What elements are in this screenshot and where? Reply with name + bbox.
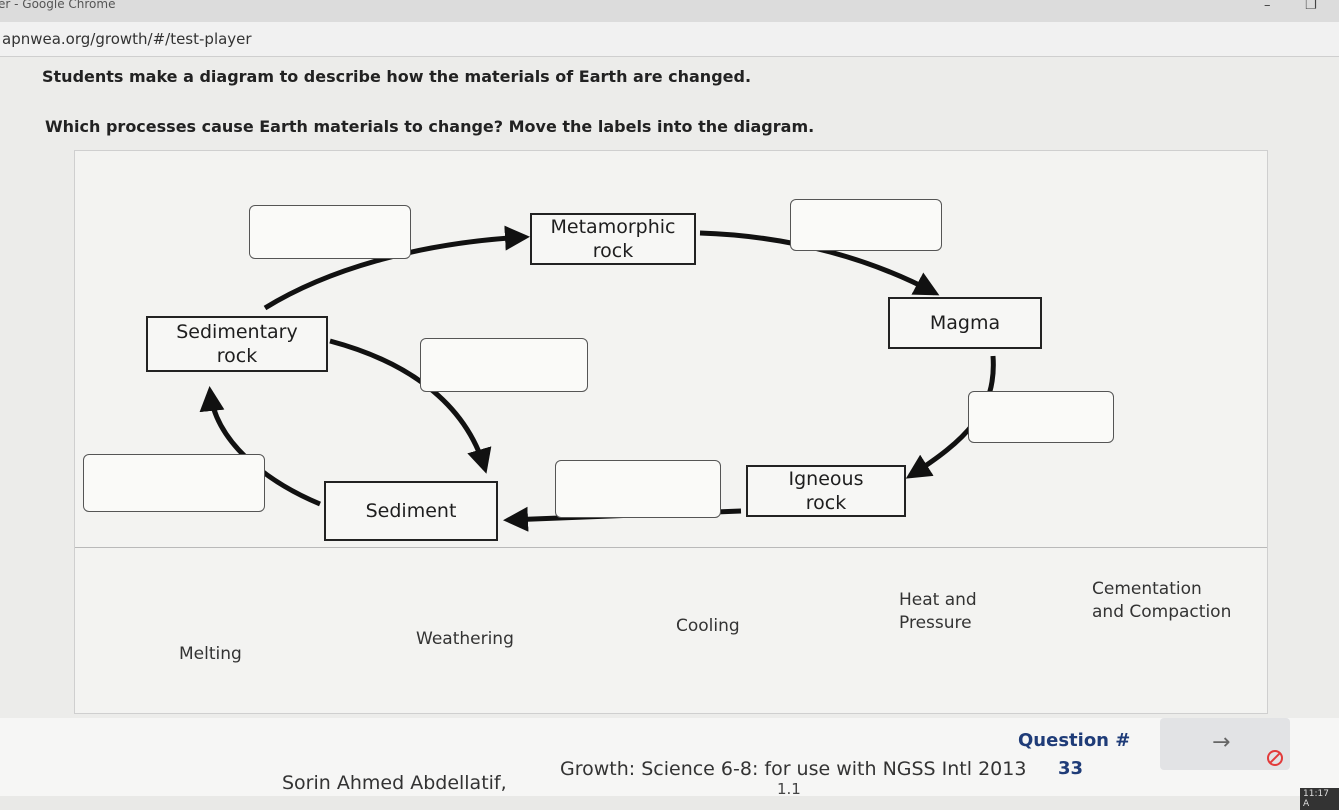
metamorphic-rock-line1: Metamorphic [550, 216, 676, 238]
drop-zone-sediment-to-sedimentary[interactable] [83, 454, 265, 512]
sediment-box: Sediment [324, 481, 498, 541]
minimize-icon[interactable]: – [1264, 0, 1271, 13]
question-intro: Students make a diagram to describe how … [42, 67, 752, 86]
drop-zone-metamorphic-to-magma[interactable] [790, 199, 942, 251]
test-footer: Sorin Ahmed Abdellatif, Growth: Science … [0, 718, 1339, 810]
sediment-label: Sediment [365, 500, 457, 522]
sedimentary-rock-line2: rock [216, 345, 258, 367]
question-label: Question # [1018, 730, 1131, 751]
restore-icon[interactable]: ❐ [1305, 0, 1317, 13]
taskbar-clock: 11:17 A [1300, 788, 1339, 810]
window-title: er - Google Chrome [0, 0, 116, 11]
arrow-right-icon: → [1212, 730, 1231, 755]
question-instruction: Which processes cause Earth materials to… [45, 117, 815, 136]
stop-icon[interactable] [1267, 750, 1283, 766]
test-version: 1.1 [777, 780, 801, 798]
drop-zone-sedimentary-to-metamorphic[interactable] [249, 205, 411, 259]
student-name: Sorin Ahmed Abdellatif, [282, 772, 507, 794]
sedimentary-rock-line1: Sedimentary [176, 321, 298, 343]
arrow-metamorphic-to-magma [699, 230, 940, 296]
arrow-sedimentary-to-metamorphic [263, 225, 530, 311]
drop-zone-sedimentary-to-sediment[interactable] [420, 338, 588, 392]
question-number: 33 [1058, 758, 1084, 779]
label-cementation-and-compaction[interactable]: Cementation and Compaction [1092, 578, 1231, 624]
cementation-line2: and Compaction [1092, 602, 1232, 622]
label-weathering[interactable]: Weathering [416, 629, 514, 649]
label-cooling[interactable]: Cooling [676, 616, 740, 636]
label-bank-divider [75, 547, 1267, 548]
url-text[interactable]: apnwea.org/growth/#/test-player [2, 30, 252, 48]
heat-and-pressure-line2: Pressure [899, 613, 972, 633]
heat-and-pressure-line1: Heat and [899, 590, 977, 610]
address-bar[interactable]: apnwea.org/growth/#/test-player [0, 22, 1339, 57]
magma-label: Magma [929, 312, 1001, 334]
test-name: Growth: Science 6-8: for use with NGSS I… [560, 758, 1027, 780]
drop-zone-magma-to-igneous[interactable] [968, 391, 1114, 443]
drop-zone-igneous-to-sediment[interactable] [555, 460, 721, 518]
window-title-bar: er - Google Chrome – ❐ [0, 0, 1339, 22]
igneous-rock-line1: Igneous [788, 468, 864, 490]
magma-box: Magma [888, 297, 1042, 349]
igneous-rock-line2: rock [805, 492, 847, 514]
label-melting[interactable]: Melting [179, 644, 242, 664]
cementation-line1: Cementation [1092, 579, 1202, 599]
metamorphic-rock-line2: rock [592, 240, 634, 262]
